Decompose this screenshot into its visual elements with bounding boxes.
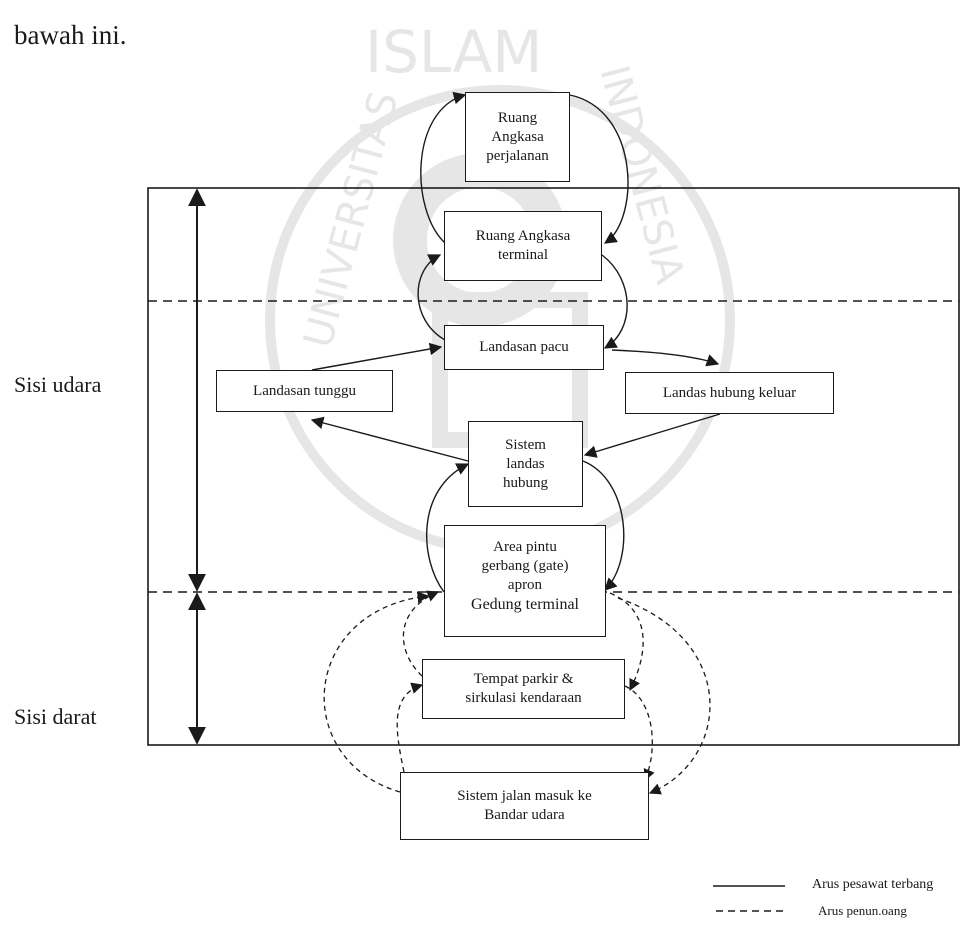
flow-holding-to-runway (311, 342, 443, 371)
node-holding-apron: Landasan tunggu (216, 370, 393, 412)
flow-runway-to-exit (611, 349, 720, 367)
air-side-label: Sisi udara (14, 372, 102, 397)
node-terminal-building: Gedung terminal (471, 596, 579, 613)
node-terminal-airspace: Ruang Angkasa terminal (444, 211, 602, 281)
flow-taxiway-to-gate (582, 460, 625, 591)
node-exit-taxiway: Landas hubung keluar (625, 372, 834, 414)
legend-aircraft-flow-label: Arus pesawat terbang (812, 877, 934, 892)
node-enroute-airspace: Ruang Angkasa perjalanan (465, 92, 570, 182)
flow-parking-to-access (624, 685, 655, 782)
flow-gate-to-taxiway (425, 463, 470, 593)
flow-enroute-to-terminal (569, 94, 629, 244)
node-taxiway-system: Sistem landas hubung (468, 421, 583, 507)
node-access-road: Sistem jalan masuk ke Bandar udara (400, 772, 649, 840)
land-side-label: Sisi darat (14, 704, 97, 729)
flow-runway-to-terminal (417, 254, 446, 341)
legend-support-flow-label: Arus penun.oang (818, 903, 907, 918)
zone-frame (147, 187, 960, 746)
flow-access-to-terminal-outer (323, 591, 430, 793)
flow-exit-to-taxiway (583, 413, 721, 458)
node-parking: Tempat parkir & sirkulasi kendaraan (422, 659, 625, 719)
flow-terminal-to-enroute (420, 91, 467, 244)
flow-terminal-to-runway (601, 254, 628, 349)
flow-terminal-to-access-outer (617, 597, 711, 795)
flow-access-to-parking (396, 682, 424, 773)
node-runway: Landasan pacu (444, 325, 604, 370)
flow-taxiway-to-holding (310, 416, 469, 462)
header-text: bawah ini. (14, 20, 127, 50)
node-gate-area: Area pintu gerbang (gate) apron (444, 525, 606, 637)
